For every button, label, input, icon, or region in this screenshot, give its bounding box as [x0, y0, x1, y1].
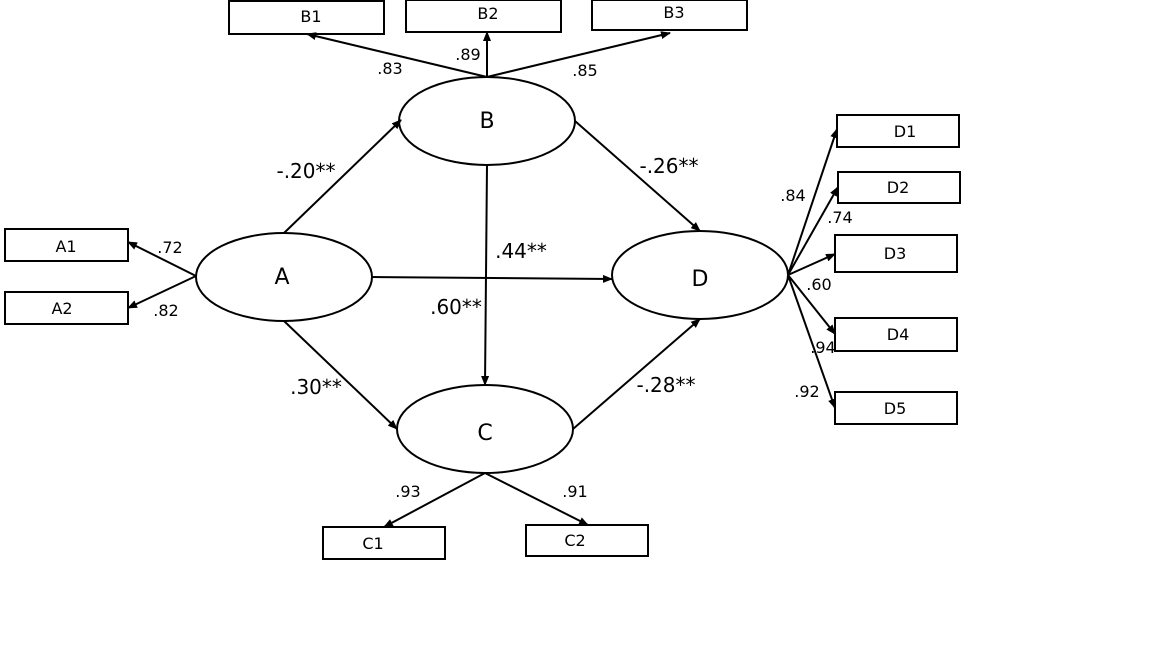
latent-label-C: C: [477, 421, 492, 446]
indicator-box-D1: D1: [836, 114, 960, 148]
indicator-label-D5: D5: [884, 399, 907, 418]
path-A-to-B: [283, 119, 402, 234]
loading-path-D-D1: [787, 128, 838, 276]
latent-D: D: [611, 230, 789, 320]
coef-B-C: .60**: [430, 295, 482, 319]
loading-path-B-B1: [306, 32, 488, 78]
loading-D3: .60: [806, 275, 831, 294]
coef-A-C: .30**: [290, 375, 342, 399]
loading-path-A-A2: [127, 275, 197, 309]
loading-C2: .91: [562, 482, 587, 501]
path-B-to-C: [481, 164, 490, 386]
loading-B1: .83: [377, 59, 402, 78]
loading-B3: .85: [572, 61, 597, 80]
loading-B2: .89: [455, 45, 480, 64]
indicator-label-C2: C2: [564, 531, 585, 550]
indicator-box-B3: B3: [591, 0, 748, 31]
loading-path-A-A1: [127, 241, 197, 277]
indicator-box-A2: A2: [4, 291, 129, 325]
indicator-box-D3: D3: [834, 234, 958, 273]
indicator-label-D1: D1: [894, 122, 917, 141]
coef-B-D: -.26**: [639, 154, 698, 178]
path-B-to-D: [574, 120, 701, 232]
indicator-label-C1: C1: [362, 534, 383, 553]
loading-path-D-D5: [787, 274, 836, 409]
indicator-box-D5: D5: [834, 391, 958, 425]
indicator-label-D4: D4: [887, 325, 910, 344]
indicator-label-A2: A2: [51, 299, 72, 318]
loading-path-C-C2: [484, 472, 589, 526]
loading-C1: .93: [395, 482, 420, 501]
coef-A-B: -.20**: [276, 159, 335, 183]
coef-C-D: -.28**: [636, 373, 695, 397]
indicator-label-B3: B3: [663, 3, 684, 22]
coef-A-D: .44**: [495, 239, 547, 263]
indicator-label-B1: B1: [300, 7, 321, 26]
loading-D5: .92: [794, 382, 819, 401]
path-C-to-D: [572, 318, 701, 430]
indicator-box-D2: D2: [837, 171, 961, 204]
latent-label-B: B: [479, 109, 494, 134]
loading-D2: .74: [827, 208, 852, 227]
loading-path-D-D4: [787, 274, 836, 335]
latent-label-A: A: [274, 265, 289, 290]
latent-C: C: [396, 384, 574, 474]
indicator-box-B1: B1: [228, 0, 385, 35]
loading-path-C-C1: [383, 472, 486, 528]
latent-A: A: [195, 232, 373, 322]
loading-path-D-D2: [787, 186, 839, 276]
indicator-label-A1: A1: [55, 237, 76, 256]
indicator-label-B2: B2: [477, 4, 498, 23]
loading-D1: .84: [780, 186, 805, 205]
latent-label-D: D: [692, 267, 709, 292]
loading-A2: .82: [153, 301, 178, 320]
path-A-to-C: [283, 320, 398, 430]
loading-path-B-B3: [486, 31, 671, 78]
loading-A1: .72: [157, 238, 182, 257]
indicator-box-C1: C1: [322, 526, 446, 560]
loading-path-D-D3: [787, 253, 836, 276]
latent-B: B: [398, 76, 576, 166]
indicator-box-D4: D4: [834, 317, 958, 352]
path-A-to-D: [371, 274, 613, 283]
indicator-box-C2: C2: [525, 524, 649, 557]
indicator-box-B2: B2: [405, 0, 562, 33]
indicator-label-D2: D2: [887, 178, 910, 197]
loading-D4: .94: [810, 338, 835, 357]
indicator-label-D3: D3: [884, 244, 907, 263]
indicator-box-A1: A1: [4, 228, 129, 262]
